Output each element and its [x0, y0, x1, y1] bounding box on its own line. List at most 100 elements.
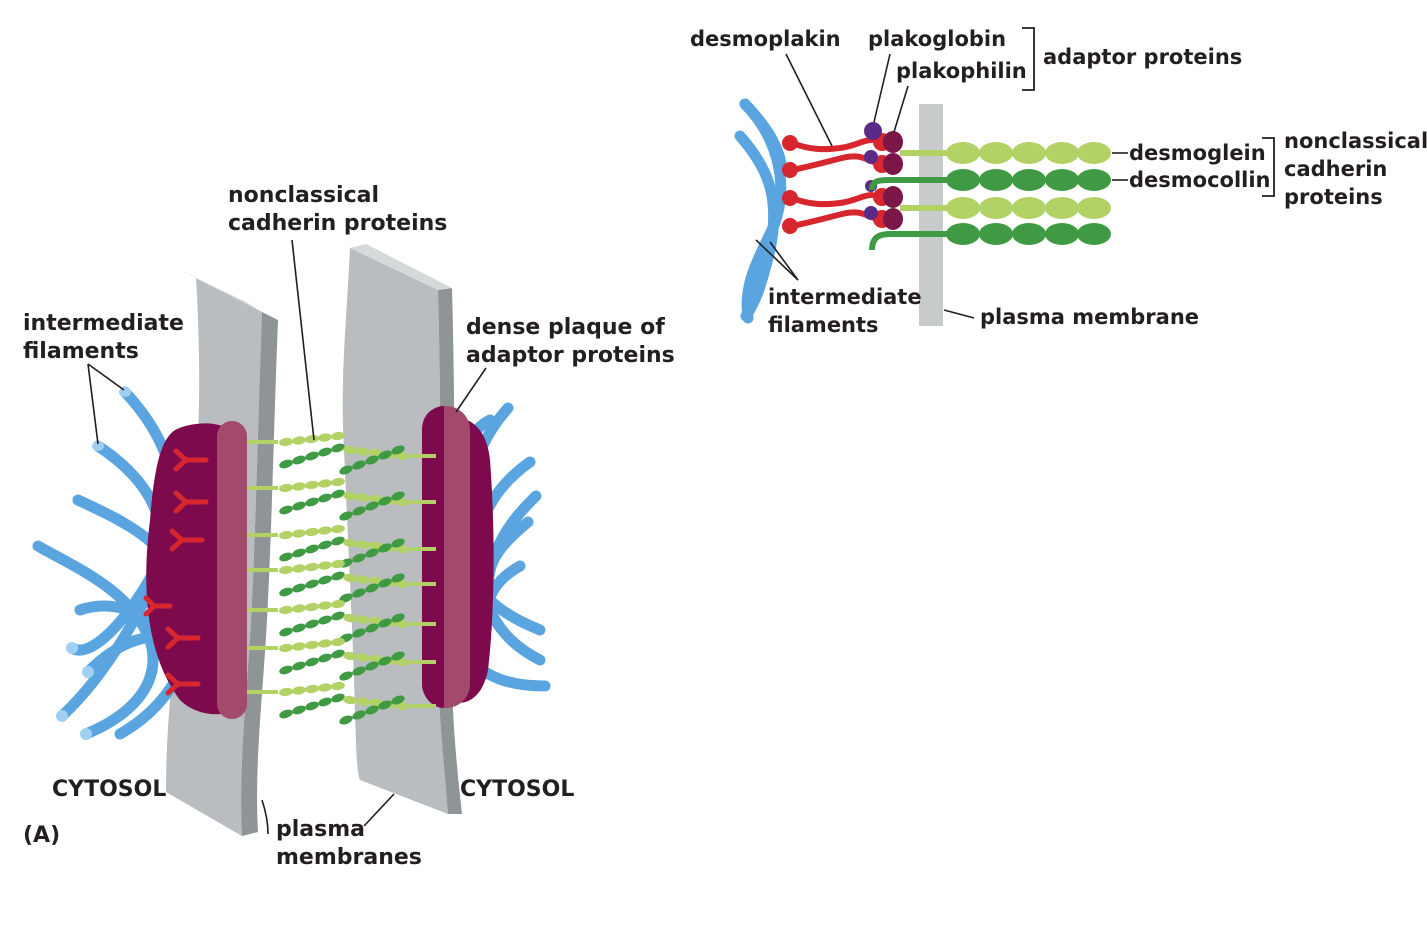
label-intermediate-filaments-a-line2: filaments: [23, 339, 139, 364]
label-plasma-membrane: plasma membrane: [980, 305, 1199, 329]
label-intermediate-filaments-a-line1: intermediate: [23, 311, 184, 336]
desmoglein-domain: [343, 695, 357, 705]
right-dense-plaque: [422, 406, 494, 708]
desmocollin-domain: [305, 497, 319, 507]
desmocollin-domain: [292, 455, 306, 465]
desmoglein-domain: [292, 482, 306, 491]
desmoglein-domain: [292, 436, 306, 445]
label-plakophilin: plakophilin: [896, 59, 1027, 83]
desmocollin-domain: [391, 538, 405, 548]
desmoglein-domain: [331, 681, 345, 691]
label-nonclassical-line2: cadherin: [1284, 157, 1387, 181]
desmoglein-domain: [292, 564, 306, 573]
desmocollin-domain: [305, 657, 319, 667]
desmocollin-domain: [352, 710, 366, 720]
desmocollin-domain: [318, 447, 332, 457]
desmoglein-domain: [279, 483, 293, 493]
desmoglein-domain: [343, 613, 357, 623]
desmocollin-domain: [339, 465, 353, 475]
desmoglein-domain: [305, 434, 319, 444]
desmoglein-domain: [318, 683, 332, 692]
desmocollin-domain: [378, 450, 392, 460]
desmocollin-domain: [305, 619, 319, 629]
label-dense-plaque-line1: dense plaque of: [466, 315, 665, 340]
label-cadherin-a-line2: cadherin proteins: [228, 211, 447, 236]
desmoglein-domain: [292, 686, 306, 695]
desmoglein-domain: [343, 491, 357, 501]
desmocollin-domain: [318, 697, 332, 707]
desmoglein-domain: [356, 540, 370, 549]
desmoglein-domain: [279, 643, 293, 653]
desmocollin-domain: [305, 451, 319, 461]
desmoglein-domain: [318, 433, 332, 442]
desmoglein-domain: [356, 493, 370, 502]
label-intermediate-filaments-b-line2: filaments: [768, 313, 879, 337]
desmocollin-domain: [391, 695, 405, 705]
desmocollin-domain: [279, 587, 293, 597]
desmoplakin: [789, 137, 877, 229]
panel-a-label: (A): [23, 823, 60, 848]
desmocollin-domain: [365, 548, 379, 558]
label-desmocollin: desmocollin: [1129, 168, 1271, 192]
b-plasma-membrane: [919, 104, 943, 326]
desmoglein-domain: [343, 573, 357, 583]
label-cytosol-right: CYTOSOL: [460, 777, 574, 802]
desmocollin-domain: [339, 671, 353, 681]
panel-b-leader-lines: [755, 53, 1128, 319]
desmoglein-domain: [343, 445, 357, 455]
desmocollin-domain: [339, 593, 353, 603]
desmocollin-domain: [292, 548, 306, 558]
desmoglein-domain: [356, 615, 370, 624]
desmoglein-domain: [305, 602, 319, 612]
desmocollin-domain: [391, 491, 405, 501]
desmoglein-domain: [292, 604, 306, 613]
desmocollin-domain: [292, 583, 306, 593]
desmocollin-domain: [279, 627, 293, 637]
label-desmoplakin: desmoplakin: [690, 27, 841, 51]
desmoglein-domain: [305, 562, 319, 572]
desmoglein-domain: [356, 575, 370, 584]
desmocollin-domain: [292, 623, 306, 633]
label-plakoglobin: plakoglobin: [868, 27, 1006, 51]
desmocollin-domain: [365, 661, 379, 671]
desmocollin-domain: [318, 653, 332, 663]
desmoglein-domain: [331, 524, 345, 534]
desmoglein-domain: [279, 605, 293, 615]
desmocollin-domain: [378, 656, 392, 666]
desmoglein-domain: [279, 687, 293, 697]
desmocollin-domain: [339, 715, 353, 725]
desmocollin-domain: [378, 496, 392, 506]
desmocollin-row-2: [869, 223, 1111, 251]
desmoglein-domain: [305, 640, 319, 650]
desmocollin-domain: [305, 579, 319, 589]
desmoglein-domain: [318, 601, 332, 610]
desmoglein-domain: [343, 538, 357, 548]
desmocollin-domain: [279, 665, 293, 675]
desmocollin-domain: [318, 575, 332, 585]
panel-a-leader-lines: [87, 239, 487, 835]
left-dense-plaque: [146, 421, 247, 719]
desmocollin-domain: [365, 455, 379, 465]
desmoglein-domain: [331, 477, 345, 487]
desmocollin-domain: [365, 623, 379, 633]
left-filament-ends: [56, 387, 131, 740]
desmoglein-domain: [356, 697, 370, 706]
desmocollin-domain: [331, 571, 345, 581]
desmocollin-domain: [318, 615, 332, 625]
desmocollin-domain: [352, 506, 366, 516]
desmoglein-domain: [331, 637, 345, 647]
desmoglein-domain: [292, 529, 306, 538]
label-cadherin-a-line1: nonclassical: [228, 183, 379, 208]
desmoglein-domain: [318, 639, 332, 648]
desmoglein-row-1: [900, 142, 1111, 164]
desmocollin-domain: [391, 573, 405, 583]
desmoglein-domain: [305, 684, 319, 694]
desmocollin-domain: [365, 583, 379, 593]
desmoglein-domain: [318, 561, 332, 570]
desmocollin-domain: [331, 443, 345, 453]
desmocollin-domain: [365, 705, 379, 715]
desmocollin-domain: [331, 489, 345, 499]
panel-b: desmoplakin plakoglobin plakophilin adap…: [690, 27, 1427, 337]
